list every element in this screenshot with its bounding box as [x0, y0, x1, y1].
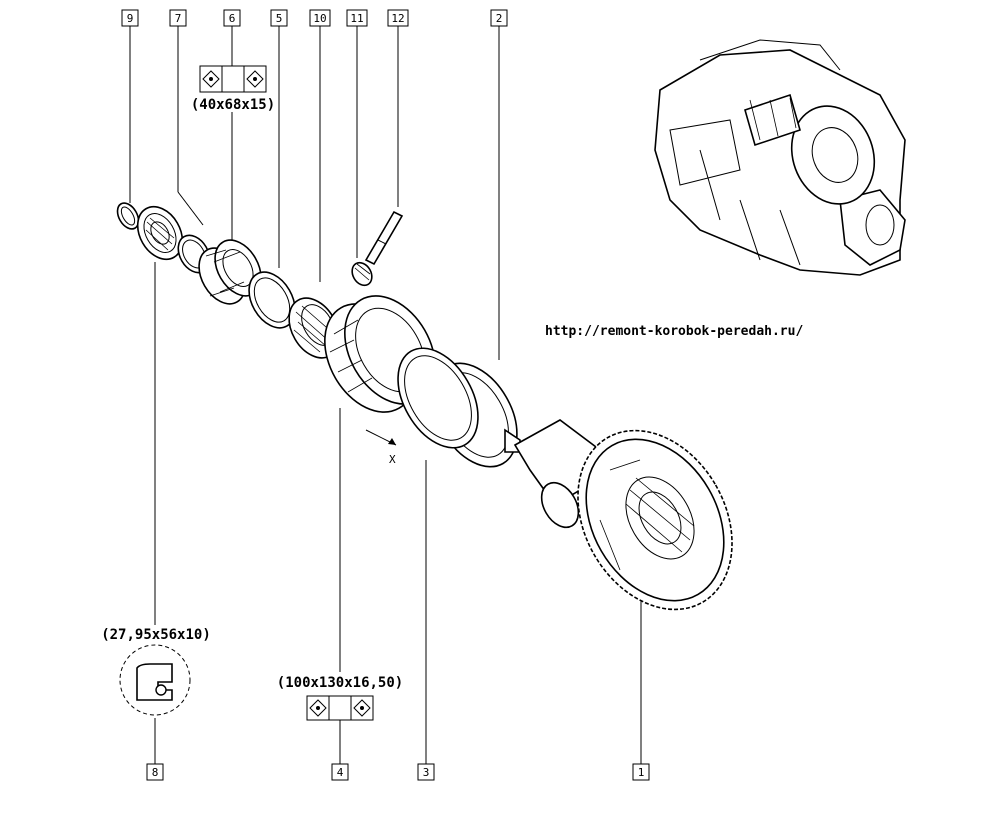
speedo-pinion-11-12: [351, 210, 404, 287]
callout-3-label: 3: [423, 766, 430, 779]
callout-2: 2: [490, 9, 508, 27]
dimension-bearing-4: (100x130x16,50): [277, 675, 403, 691]
callout-11: 11: [346, 9, 368, 27]
callout-9: 9: [121, 9, 139, 27]
callout-10-label: 10: [313, 12, 326, 25]
callout-1: 1: [632, 763, 650, 781]
snap-ring-9: [116, 202, 140, 230]
callout-5-label: 5: [276, 12, 283, 25]
leader-lines: [129, 26, 642, 764]
gearbox-inset: [654, 39, 906, 276]
callout-6-label: 6: [229, 12, 236, 25]
callout-1-label: 1: [638, 766, 645, 779]
bearing-6: [198, 239, 262, 305]
seal-detail-8: [119, 644, 191, 716]
callout-3: 3: [417, 763, 435, 781]
callout-5: 5: [270, 9, 288, 27]
axis-marker-label: X: [389, 453, 396, 466]
callout-7: 7: [169, 9, 187, 27]
callout-7-label: 7: [175, 12, 182, 25]
callout-10: 10: [309, 9, 331, 27]
callout-11-label: 11: [350, 12, 363, 25]
callout-12-label: 12: [391, 12, 404, 25]
cup-3: [397, 347, 479, 449]
differential-1: [504, 419, 733, 611]
circlip-5: [248, 271, 296, 329]
bearing-symbol-4: [306, 695, 374, 721]
callout-8-label: 8: [152, 766, 159, 779]
dimension-seal-8: (27,95x56x10): [101, 627, 211, 643]
website-url: http://remont-korobok-peredah.ru/: [545, 324, 803, 339]
callout-4: 4: [331, 763, 349, 781]
axis-marker: X: [365, 429, 397, 466]
callout-8: 8: [146, 763, 164, 781]
seal-8: [136, 205, 184, 261]
callout-12: 12: [387, 9, 409, 27]
dimension-bearing-6: (40x68x15): [191, 97, 275, 113]
bearing-symbol-6: [199, 65, 267, 93]
callout-2-label: 2: [496, 12, 503, 25]
callout-9-label: 9: [127, 12, 134, 25]
callout-6: 6: [223, 9, 241, 27]
callout-4-label: 4: [337, 766, 344, 779]
